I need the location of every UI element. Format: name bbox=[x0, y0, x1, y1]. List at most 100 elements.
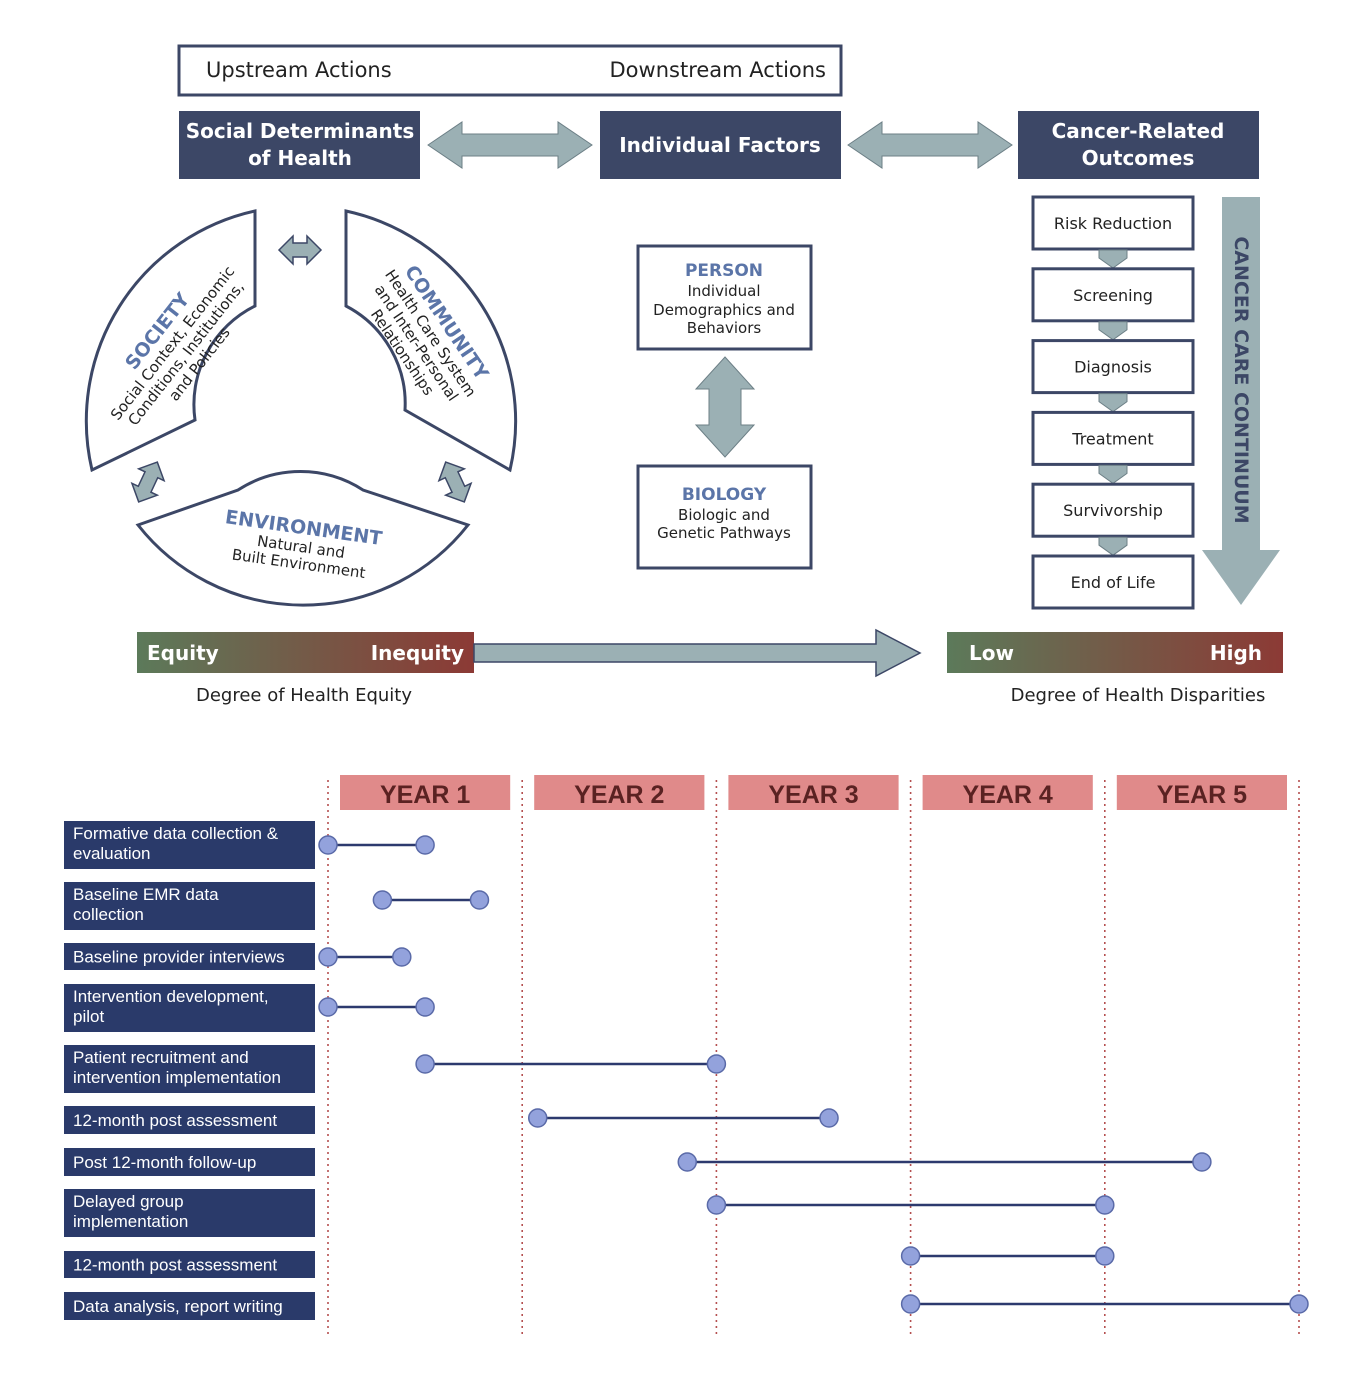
task-label-box bbox=[64, 943, 315, 970]
low-label: Low bbox=[969, 641, 1014, 665]
double-arrow-icon bbox=[437, 461, 473, 503]
continuum-step-label: End of Life bbox=[1071, 573, 1156, 592]
task-label-box bbox=[64, 882, 315, 930]
high-label: High bbox=[1210, 641, 1262, 665]
task-label: implementation bbox=[73, 1212, 188, 1231]
task-label: 12-month post assessment bbox=[73, 1111, 277, 1130]
equity-caption: Degree of Health Equity bbox=[196, 685, 412, 706]
chevron-down-icon bbox=[1098, 536, 1128, 556]
continuum-step-label: Treatment bbox=[1071, 429, 1153, 448]
year-header-label: YEAR 5 bbox=[1157, 781, 1247, 809]
continuum-step-label: Survivorship bbox=[1063, 501, 1163, 520]
individual-factors-box bbox=[600, 111, 841, 179]
task-end-marker bbox=[1289, 1294, 1309, 1314]
continuum-step-box bbox=[1031, 554, 1195, 610]
task-label-box bbox=[64, 1045, 315, 1093]
disparity-caption: Degree of Health Disparities bbox=[1011, 685, 1266, 706]
task-start-marker bbox=[527, 1108, 548, 1128]
year-header bbox=[1116, 775, 1287, 810]
task-label-box bbox=[64, 1106, 315, 1134]
year-header-label: YEAR 1 bbox=[380, 781, 470, 809]
task-start-marker bbox=[318, 835, 338, 855]
task-label: intervention implementation bbox=[73, 1068, 281, 1087]
task-start-marker bbox=[677, 1152, 698, 1172]
equity-gradient-bar bbox=[137, 632, 474, 673]
continuum-step-box bbox=[1031, 410, 1195, 466]
outcomes-title-line1: Cancer-Related bbox=[1052, 119, 1225, 143]
double-arrow-icon bbox=[427, 121, 593, 169]
biology-line2: Genetic Pathways bbox=[657, 524, 791, 542]
task-label-box bbox=[64, 1189, 315, 1237]
task-label: Patient recruitment and bbox=[73, 1048, 249, 1067]
task-label: Data analysis, report writing bbox=[73, 1297, 283, 1316]
person-box bbox=[636, 244, 813, 351]
task-start-marker bbox=[318, 997, 338, 1017]
task-label: Post 12-month follow-up bbox=[73, 1153, 256, 1172]
framework-diagram: Upstream Actions Downstream Actions Soci… bbox=[84, 44, 1283, 706]
task-label: Intervention development, bbox=[73, 987, 269, 1006]
biology-line1: Biologic and bbox=[678, 506, 770, 524]
biology-title: BIOLOGY bbox=[682, 485, 767, 505]
individual-factors-title: Individual Factors bbox=[619, 133, 821, 157]
year-header bbox=[340, 775, 511, 810]
upstream-label: Upstream Actions bbox=[206, 58, 392, 82]
task-end-marker bbox=[706, 1054, 727, 1074]
task-start-marker bbox=[900, 1246, 921, 1266]
sdoh-circle: SOCIETY Social Context, Economic Conditi… bbox=[84, 209, 518, 607]
task-end-marker bbox=[1192, 1152, 1212, 1172]
continuum-step-box bbox=[1031, 195, 1195, 251]
society-segment bbox=[84, 209, 257, 473]
task-end-marker bbox=[819, 1108, 839, 1128]
chevron-down-icon bbox=[1098, 464, 1128, 485]
chevron-down-icon bbox=[1098, 249, 1128, 269]
task-end-marker bbox=[1095, 1246, 1115, 1266]
chevron-down-icon bbox=[1098, 393, 1128, 413]
task-label-box bbox=[64, 1251, 315, 1278]
sdoh-box bbox=[179, 111, 420, 179]
right-arrow-icon bbox=[473, 628, 922, 678]
task-end-marker bbox=[469, 890, 490, 910]
task-end-marker bbox=[1095, 1195, 1115, 1215]
downstream-label: Downstream Actions bbox=[610, 58, 826, 82]
task-label-box bbox=[64, 1148, 315, 1176]
task-start-marker bbox=[706, 1195, 727, 1215]
cancer-outcomes-box bbox=[1018, 111, 1259, 179]
person-title: PERSON bbox=[685, 261, 763, 281]
person-line3: Behaviors bbox=[687, 319, 762, 337]
year-header bbox=[922, 775, 1093, 810]
biology-box bbox=[636, 464, 813, 570]
task-label-box bbox=[64, 984, 315, 1032]
chevron-down-icon bbox=[1098, 321, 1128, 341]
inequity-label: Inequity bbox=[371, 641, 464, 665]
task-label: Baseline provider interviews bbox=[73, 948, 285, 967]
continuum-step-box bbox=[1031, 267, 1195, 323]
task-label: Baseline EMR data bbox=[73, 885, 219, 904]
year-header-label: YEAR 3 bbox=[768, 781, 858, 809]
person-line2: Demographics and bbox=[653, 301, 795, 319]
person-line1: Individual bbox=[687, 282, 760, 300]
task-start-marker bbox=[318, 947, 338, 967]
continuum-step-label: Risk Reduction bbox=[1054, 214, 1172, 233]
sdoh-title-line2: of Health bbox=[248, 146, 352, 170]
upstream-downstream-box bbox=[177, 44, 843, 97]
equity-label: Equity bbox=[147, 641, 219, 665]
task-label: Formative data collection & bbox=[73, 824, 279, 843]
task-end-marker bbox=[415, 997, 435, 1017]
continuum-step-label: Diagnosis bbox=[1074, 358, 1152, 377]
task-start-marker bbox=[372, 890, 393, 910]
continuum-step-box bbox=[1031, 482, 1195, 538]
vertical-double-arrow-icon bbox=[694, 356, 756, 458]
continuum-step-box bbox=[1031, 339, 1195, 395]
sdoh-title-line1: Social Determinants bbox=[186, 119, 414, 143]
environment-segment bbox=[135, 470, 471, 607]
task-end-marker bbox=[415, 835, 435, 855]
care-continuum: Risk ReductionScreeningDiagnosisTreatmen… bbox=[1031, 195, 1195, 610]
community-segment bbox=[344, 209, 518, 473]
task-label: 12-month post assessment bbox=[73, 1256, 277, 1275]
continuum-label: CANCER CARE CONTINUUM bbox=[1230, 236, 1252, 523]
task-label: pilot bbox=[73, 1007, 104, 1026]
double-arrow-icon bbox=[847, 121, 1013, 169]
task-start-marker bbox=[900, 1294, 921, 1314]
